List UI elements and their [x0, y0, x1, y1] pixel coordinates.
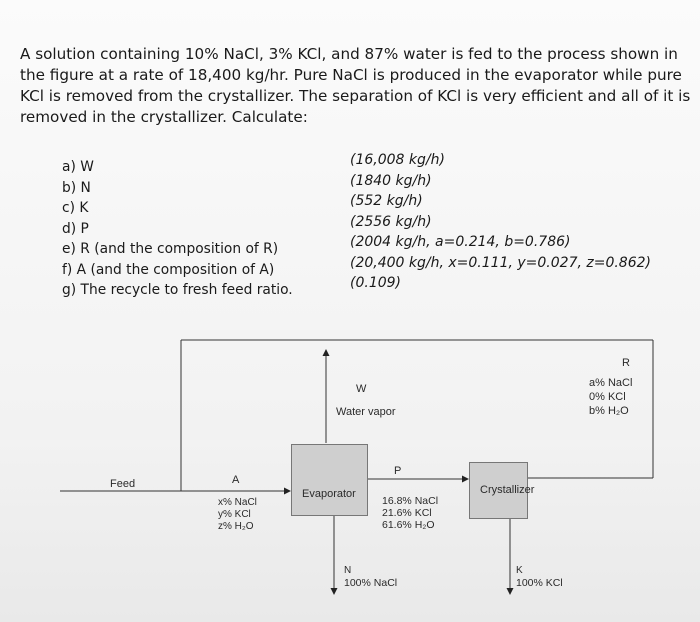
question-f: f) A (and the composition of A) [62, 261, 275, 278]
evaporator-label: Evaporator [302, 488, 356, 500]
feed-label: Feed [110, 478, 136, 490]
stream-n-label: N [344, 565, 352, 576]
stream-r-nacl: a% NaCl [589, 377, 633, 389]
question-d: d) P [62, 220, 89, 237]
problem-line: removed in the crystallizer. Calculate: [20, 108, 308, 126]
stream-w-label: W [356, 383, 367, 395]
stream-p-label: P [394, 465, 402, 477]
answer-a: (16,008 kg/h) [350, 152, 445, 168]
question-g: g) The recycle to fresh feed ratio. [62, 282, 293, 298]
answer-c: (552 kg/h) [350, 193, 423, 209]
evaporator-unit [291, 444, 368, 516]
stream-a-nacl: x% NaCl [218, 497, 257, 508]
stream-n-comp: 100% NaCl [344, 577, 398, 589]
stream-a-water: z% H₂O [218, 521, 254, 532]
answer-g: (0.109) [350, 275, 402, 291]
problem-line: A solution containing 10% NaCl, 3% KCl, … [20, 45, 678, 63]
stream-a-label: A [232, 474, 240, 486]
problem-line: KCl is removed from the crystallizer. Th… [20, 87, 691, 105]
question-a: a) W [62, 159, 94, 175]
problem-statement: A solution containing 10% NaCl, 3% KCl, … [20, 44, 690, 128]
question-c: c) K [62, 200, 89, 216]
crystallizer-unit [469, 462, 528, 519]
stream-k-comp: 100% KCl [516, 577, 563, 589]
question-b: b) N [62, 179, 91, 196]
stream-p-water: 61.6% H₂O [382, 519, 435, 531]
crystallizer-label: Crystallizer [480, 484, 535, 496]
stream-r-water: b% H₂O [589, 405, 629, 417]
water-vapor-label: Water vapor [336, 406, 396, 418]
answer-d: (2556 kg/h) [350, 213, 432, 230]
problem-line: the figure at a rate of 18,400 kg/hr. Pu… [20, 66, 682, 84]
stream-r-label: R [622, 357, 630, 369]
answer-list: (16,008 kg/h) (1840 kg/h) (552 kg/h) (25… [350, 150, 651, 294]
question-list: a) W b) N c) K d) P e) R (and the compos… [62, 157, 293, 301]
stream-r-kcl: 0% KCl [589, 391, 626, 403]
stream-p-kcl: 21.6% KCl [382, 507, 432, 519]
answer-b: (1840 kg/h) [350, 172, 432, 189]
stream-a-kcl: y% KCl [218, 509, 251, 520]
stream-p-nacl: 16.8% NaCl [382, 495, 439, 507]
question-e: e) R (and the composition of R) [62, 241, 279, 257]
stream-k-label: K [516, 565, 523, 576]
answer-f: (20,400 kg/h, x=0.111, y=0.027, z=0.862) [350, 254, 651, 271]
answer-e: (2004 kg/h, a=0.214, b=0.786) [350, 234, 571, 250]
